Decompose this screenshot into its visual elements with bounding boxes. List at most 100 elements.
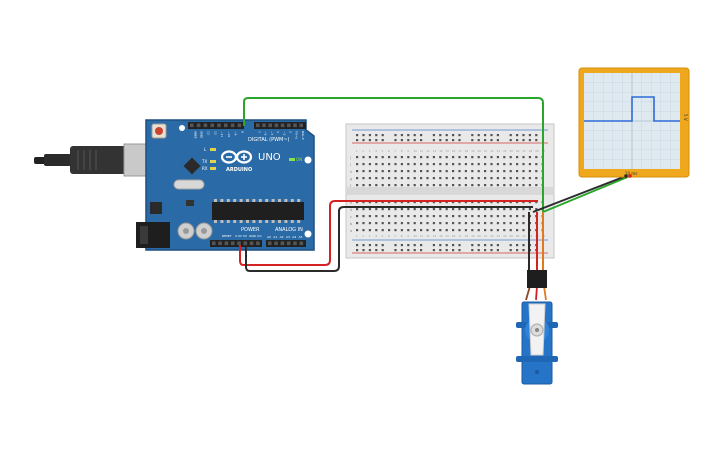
terminal-hole[interactable] <box>535 208 538 211</box>
terminal-hole[interactable] <box>426 208 429 211</box>
terminal-hole[interactable] <box>522 215 525 218</box>
terminal-hole[interactable] <box>400 170 403 173</box>
rail-hole[interactable] <box>375 244 378 247</box>
terminal-hole[interactable] <box>452 208 455 211</box>
rail-hole[interactable] <box>394 139 397 142</box>
terminal-hole[interactable] <box>432 170 435 173</box>
rail-hole[interactable] <box>445 134 448 137</box>
rail-hole[interactable] <box>490 249 493 252</box>
terminal-hole[interactable] <box>413 163 416 166</box>
rail-hole[interactable] <box>407 244 410 247</box>
terminal-hole[interactable] <box>490 201 493 204</box>
terminal-hole[interactable] <box>400 177 403 180</box>
terminal-hole[interactable] <box>477 177 480 180</box>
terminal-hole[interactable] <box>432 163 435 166</box>
terminal-hole[interactable] <box>413 201 416 204</box>
rail-hole[interactable] <box>432 249 435 252</box>
rail-hole[interactable] <box>490 134 493 137</box>
rail-hole[interactable] <box>368 139 371 142</box>
wires[interactable] <box>239 97 631 301</box>
rail-hole[interactable] <box>407 249 410 252</box>
rail-hole[interactable] <box>439 134 442 137</box>
rail-hole[interactable] <box>471 139 474 142</box>
terminal-hole[interactable] <box>528 184 531 187</box>
terminal-hole[interactable] <box>452 222 455 225</box>
terminal-hole[interactable] <box>484 156 487 159</box>
header-pin-hole[interactable] <box>224 123 228 128</box>
terminal-hole[interactable] <box>426 184 429 187</box>
terminal-hole[interactable] <box>458 156 461 159</box>
rail-hole[interactable] <box>490 244 493 247</box>
rail-hole[interactable] <box>509 244 512 247</box>
rail-hole[interactable] <box>356 249 359 252</box>
terminal-hole[interactable] <box>464 208 467 211</box>
rail-hole[interactable] <box>484 134 487 137</box>
rail-hole[interactable] <box>496 134 499 137</box>
terminal-hole[interactable] <box>368 163 371 166</box>
terminal-hole[interactable] <box>368 222 371 225</box>
rail-hole[interactable] <box>516 244 519 247</box>
terminal-hole[interactable] <box>452 184 455 187</box>
header-pin-hole[interactable] <box>268 241 272 246</box>
terminal-hole[interactable] <box>439 208 442 211</box>
terminal-hole[interactable] <box>432 201 435 204</box>
terminal-hole[interactable] <box>471 184 474 187</box>
terminal-hole[interactable] <box>452 156 455 159</box>
terminal-hole[interactable] <box>413 215 416 218</box>
terminal-hole[interactable] <box>400 222 403 225</box>
terminal-hole[interactable] <box>413 156 416 159</box>
breadboard-holes[interactable] <box>356 134 544 252</box>
terminal-hole[interactable] <box>471 215 474 218</box>
rail-hole[interactable] <box>452 139 455 142</box>
terminal-hole[interactable] <box>445 163 448 166</box>
terminal-hole[interactable] <box>375 215 378 218</box>
terminal-hole[interactable] <box>471 156 474 159</box>
terminal-hole[interactable] <box>490 156 493 159</box>
terminal-hole[interactable] <box>368 170 371 173</box>
terminal-hole[interactable] <box>484 208 487 211</box>
terminal-hole[interactable] <box>464 201 467 204</box>
terminal-hole[interactable] <box>452 229 455 232</box>
terminal-hole[interactable] <box>509 222 512 225</box>
terminal-hole[interactable] <box>484 201 487 204</box>
terminal-hole[interactable] <box>439 215 442 218</box>
terminal-hole[interactable] <box>522 170 525 173</box>
terminal-hole[interactable] <box>420 201 423 204</box>
terminal-hole[interactable] <box>490 229 493 232</box>
rail-hole[interactable] <box>362 244 365 247</box>
terminal-hole[interactable] <box>432 215 435 218</box>
rail-hole[interactable] <box>413 139 416 142</box>
terminal-hole[interactable] <box>426 229 429 232</box>
terminal-hole[interactable] <box>407 177 410 180</box>
terminal-hole[interactable] <box>516 163 519 166</box>
terminal-hole[interactable] <box>388 215 391 218</box>
terminal-hole[interactable] <box>528 208 531 211</box>
terminal-hole[interactable] <box>464 222 467 225</box>
oscilloscope[interactable]: 10 ms 5 V <box>578 67 690 178</box>
terminal-hole[interactable] <box>458 177 461 180</box>
rail-hole[interactable] <box>356 139 359 142</box>
terminal-hole[interactable] <box>522 184 525 187</box>
terminal-hole[interactable] <box>362 177 365 180</box>
terminal-hole[interactable] <box>420 229 423 232</box>
terminal-hole[interactable] <box>381 177 384 180</box>
terminal-hole[interactable] <box>432 208 435 211</box>
terminal-hole[interactable] <box>496 184 499 187</box>
terminal-hole[interactable] <box>516 177 519 180</box>
terminal-hole[interactable] <box>413 184 416 187</box>
rail-hole[interactable] <box>375 249 378 252</box>
terminal-hole[interactable] <box>407 222 410 225</box>
terminal-hole[interactable] <box>407 208 410 211</box>
terminal-hole[interactable] <box>388 170 391 173</box>
terminal-hole[interactable] <box>464 170 467 173</box>
terminal-hole[interactable] <box>400 184 403 187</box>
terminal-hole[interactable] <box>477 208 480 211</box>
rail-hole[interactable] <box>368 134 371 137</box>
terminal-hole[interactable] <box>375 201 378 204</box>
rail-hole[interactable] <box>394 134 397 137</box>
terminal-hole[interactable] <box>388 177 391 180</box>
terminal-hole[interactable] <box>407 201 410 204</box>
terminal-hole[interactable] <box>509 229 512 232</box>
rail-hole[interactable] <box>528 139 531 142</box>
header-pin-hole[interactable] <box>217 123 221 128</box>
